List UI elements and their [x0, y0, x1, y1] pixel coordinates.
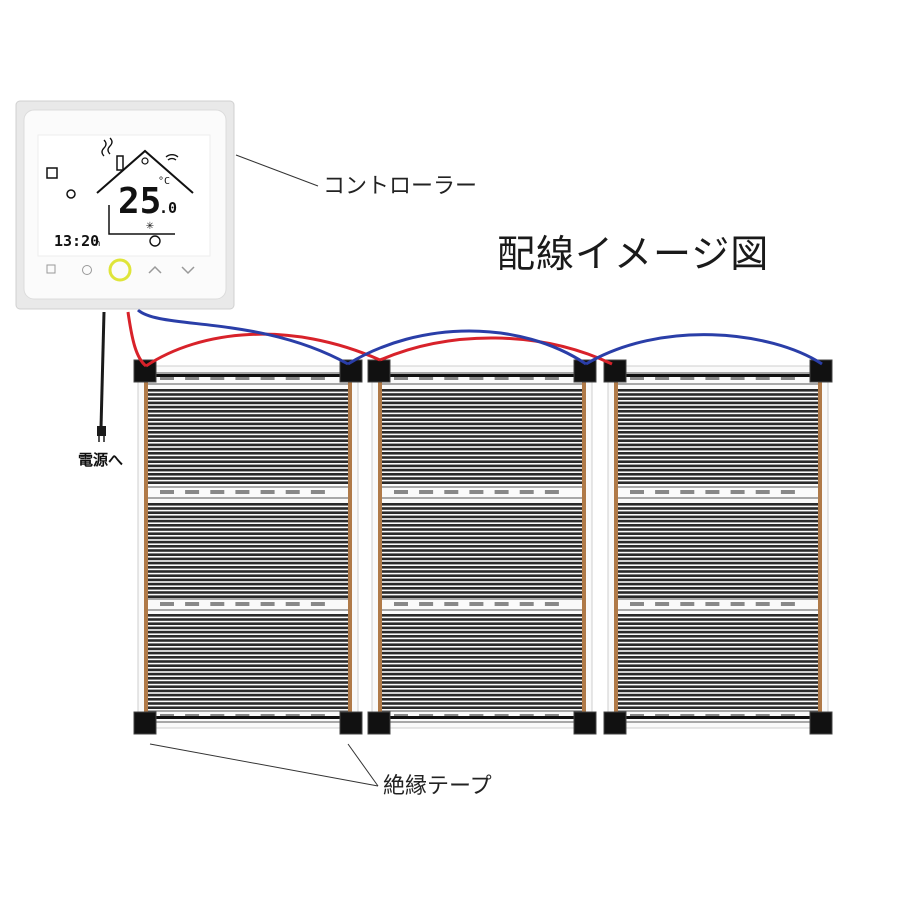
heating-film-panel: [367, 359, 597, 735]
temperature-whole: 25: [118, 181, 161, 222]
red-wire-bridge-1: [145, 332, 381, 368]
heating-film-panel: [133, 359, 363, 735]
insulation-tape-connector: [603, 711, 627, 735]
insulation-tape-connector: [809, 711, 833, 735]
insulation-tape-connector: [367, 711, 391, 735]
heating-film-panel: [603, 359, 833, 735]
tape-pointer-line-left: [149, 743, 379, 787]
wifi-icon: [165, 154, 179, 161]
tape-label: 絶縁テープ: [383, 774, 492, 799]
film-print-row: [382, 486, 582, 499]
film-print-row: [382, 372, 582, 385]
copper-busbar-left: [614, 372, 618, 722]
blue-wire-bridge-2: [585, 333, 823, 366]
copper-busbar-left: [378, 372, 382, 722]
diagram-title: 配線イメージ図: [497, 232, 770, 276]
insulation-tape-connector: [133, 359, 157, 383]
film-print-row: [382, 598, 582, 611]
insulation-tape-connector: [603, 359, 627, 383]
red-wire-controller: [126, 311, 148, 368]
controller-label: コントローラー: [323, 174, 478, 199]
copper-busbar-right: [348, 372, 352, 722]
blue-wire-controller: [136, 308, 349, 366]
clock-button[interactable]: [82, 265, 92, 275]
insulation-tape-connector: [367, 359, 391, 383]
up-button[interactable]: [148, 265, 162, 274]
house-icon: [96, 149, 194, 194]
plug-icon: [97, 426, 106, 436]
film-print-row: [148, 486, 348, 499]
copper-busbar-right: [582, 372, 586, 722]
insulation-tape-connector: [809, 359, 833, 383]
controller-pointer-line: [235, 154, 319, 187]
clock-icon: [149, 235, 161, 247]
film-print-row: [618, 486, 818, 499]
film-print-row: [618, 598, 818, 611]
power-cable: [97, 311, 106, 442]
power-button[interactable]: [108, 258, 132, 282]
blue-wire-bridge-1: [347, 329, 587, 366]
menu-button[interactable]: [46, 264, 56, 274]
eco-icon: [66, 189, 76, 199]
heat-waves-icon: [101, 137, 113, 157]
power-label: 電源へ: [78, 451, 124, 469]
insulation-tape-connector: [339, 359, 363, 383]
film-print-row: [148, 598, 348, 611]
film-print-row: [618, 372, 818, 385]
temperature-decimal: .0: [159, 199, 177, 217]
thermometer-icon: [141, 157, 149, 165]
red-wire-bridge-2: [379, 336, 613, 366]
insulation-tape-connector: [133, 711, 157, 735]
copper-busbar-left: [144, 372, 148, 722]
copper-busbar-right: [818, 372, 822, 722]
temperature-unit: °C: [158, 176, 170, 187]
clock-suffix: h: [95, 239, 100, 249]
lock-icon: [46, 167, 58, 179]
insulation-tape-connector: [339, 711, 363, 735]
film-print-row: [148, 372, 348, 385]
snowflake-icon: ✳: [146, 218, 154, 233]
tape-pointer-line-right: [347, 743, 379, 787]
insulation-tape-connector: [573, 359, 597, 383]
down-button[interactable]: [181, 266, 195, 275]
thermostat-controller: 25 .0 °C ✳ 13:20 h: [15, 100, 235, 310]
insulation-tape-connector: [573, 711, 597, 735]
heating-film-panels: [133, 359, 833, 735]
wiring: [126, 308, 823, 368]
clock-time: 13:20: [54, 232, 99, 250]
